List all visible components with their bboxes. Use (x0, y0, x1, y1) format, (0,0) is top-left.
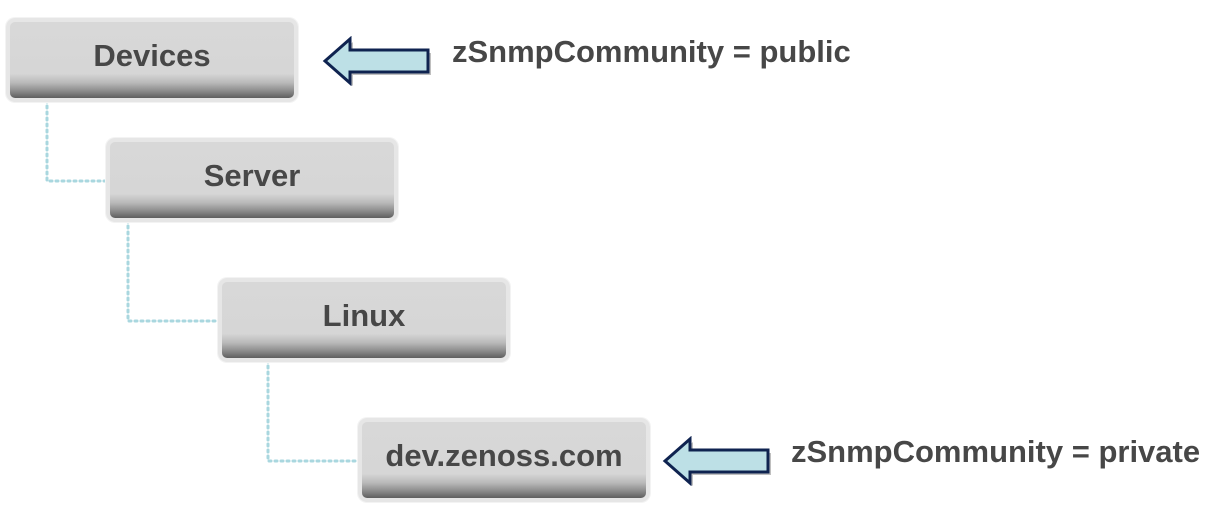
node-dev-zenoss: dev.zenoss.com (358, 418, 650, 502)
connector-devices-server (45, 98, 108, 183)
node-dev-zenoss-label: dev.zenoss.com (385, 438, 623, 473)
left-arrow-icon (322, 36, 431, 86)
annotation-devices: zSnmpCommunity = public (452, 34, 851, 69)
node-devices: Devices (6, 18, 298, 102)
node-linux: Linux (218, 278, 510, 362)
left-arrow-icon (662, 436, 771, 486)
node-linux-label: Linux (322, 298, 406, 333)
annotation-dev-zenoss: zSnmpCommunity = private (791, 434, 1201, 469)
node-server-label: Server (203, 158, 301, 193)
node-server: Server (106, 138, 398, 222)
connector-linux-device (266, 358, 360, 463)
node-devices-label: Devices (93, 38, 211, 73)
connector-server-linux (126, 218, 220, 323)
